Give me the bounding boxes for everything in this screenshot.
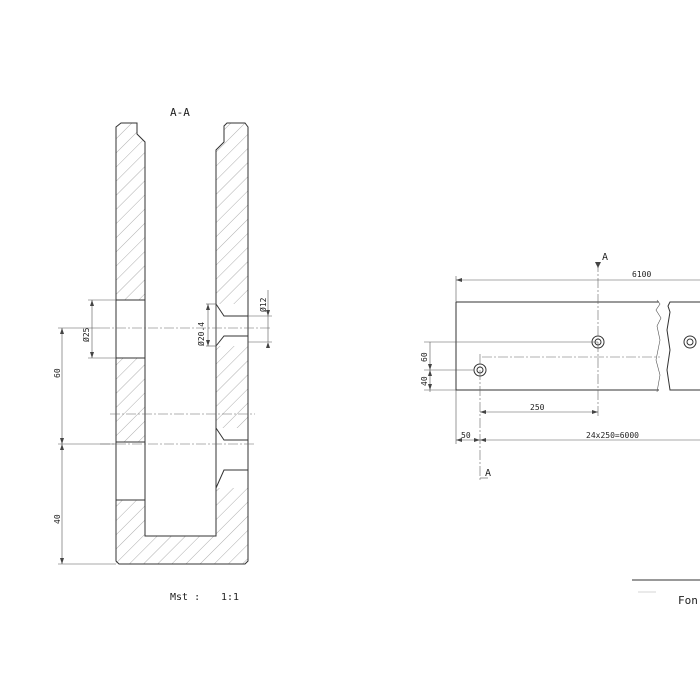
right-wall-hatch-mid bbox=[216, 346, 248, 428]
dim-pattern: 24x250=6000 bbox=[586, 431, 639, 440]
hole-3 bbox=[683, 335, 697, 349]
left-wall-hatch-mid bbox=[116, 358, 145, 442]
dim-section-vertical-upper: 60 bbox=[53, 368, 62, 378]
dim-hole-small: Ø12 bbox=[258, 297, 268, 312]
hole-large-upper bbox=[115, 299, 146, 359]
hole-countersink-lower bbox=[215, 426, 249, 489]
right-wall-hatch bbox=[216, 123, 248, 304]
hole-large-lower bbox=[115, 441, 146, 501]
rail-outline-left bbox=[455, 301, 659, 391]
section-title: A-A bbox=[170, 106, 190, 119]
plan-view: A A 6100 250 50 24x250=6000 60 40 bbox=[420, 252, 700, 480]
dim-pitch: 250 bbox=[530, 403, 545, 412]
dim-hole-mid: Ø20.4 bbox=[196, 322, 206, 346]
scale-label: Mst : bbox=[170, 592, 200, 603]
scale-value: 1:1 bbox=[221, 592, 239, 603]
profile-outline bbox=[115, 122, 249, 565]
title-block: Fon bbox=[632, 579, 700, 607]
hole-countersink-upper bbox=[215, 302, 249, 348]
section-mark-top: A bbox=[602, 252, 608, 263]
left-wall-hatch-low bbox=[116, 500, 248, 564]
section-view: A-A Ø25 Ø20.4 bbox=[53, 106, 272, 603]
left-wall-hatch bbox=[116, 123, 145, 300]
dim-hole-large: Ø25 bbox=[81, 327, 91, 342]
dim-plan-vertical-lower: 40 bbox=[420, 376, 429, 386]
dim-plan-vertical-upper: 60 bbox=[420, 352, 429, 362]
dim-start-offset: 50 bbox=[461, 431, 471, 440]
section-mark-bottom: A bbox=[485, 468, 491, 479]
right-wall-hatch-low bbox=[216, 488, 248, 536]
dim-total-length: 6100 bbox=[632, 270, 651, 279]
rail-outline-right bbox=[666, 301, 700, 391]
title-block-text: Fon bbox=[678, 594, 698, 607]
dim-section-vertical-lower: 40 bbox=[53, 514, 62, 524]
